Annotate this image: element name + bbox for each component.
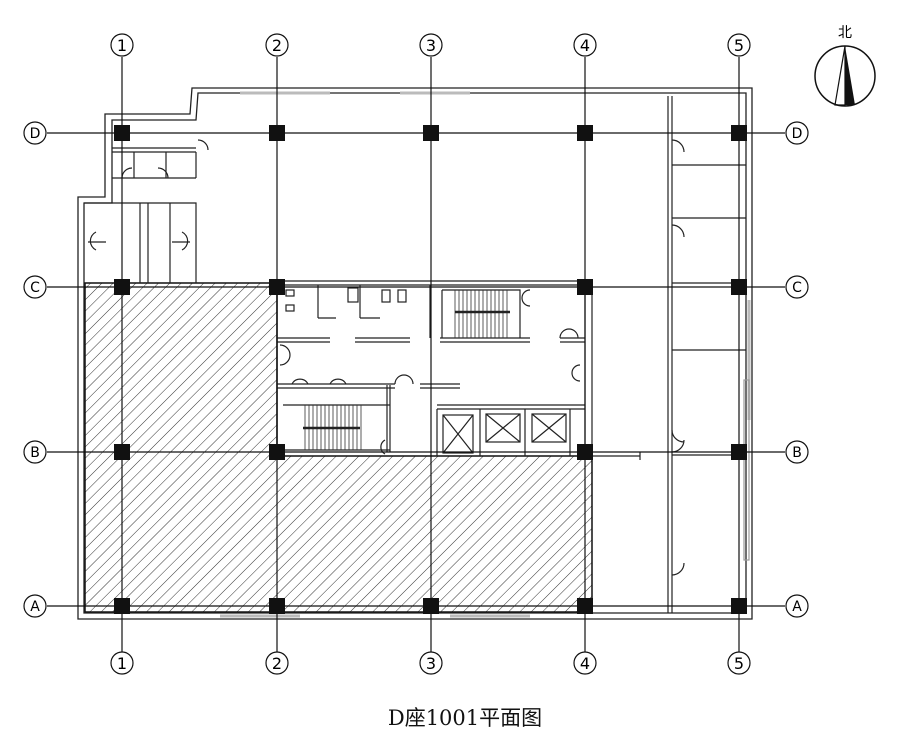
row-axis-bubble [23, 440, 47, 464]
structural-column [269, 125, 285, 141]
row-axis-label: A [792, 599, 802, 615]
exterior-wall [77, 87, 753, 620]
row-axis-label: C [30, 280, 40, 296]
column-axis-bubble [110, 651, 134, 675]
structural-column [269, 598, 285, 614]
column-axis-bubble [265, 651, 289, 675]
drawing-title: D座1001平面图 [387, 706, 543, 730]
structural-column [577, 444, 593, 460]
column-axis-label: 3 [426, 36, 436, 55]
column-axis-label: 4 [580, 36, 590, 55]
row-axis-label: D [792, 126, 803, 142]
structural-column [731, 598, 747, 614]
structural-column [269, 444, 285, 460]
column-axis-bubble [573, 651, 597, 675]
column-axis-label: 2 [272, 654, 282, 673]
column-axis-bubble [419, 33, 443, 57]
structural-column [114, 125, 130, 141]
column-axis-bubble [727, 33, 751, 57]
column-axis-bubble [110, 33, 134, 57]
column-axis-label: 1 [117, 654, 127, 673]
structural-column [577, 598, 593, 614]
row-axis-bubble [785, 594, 809, 618]
row-axis-bubble [785, 275, 809, 299]
structural-column [423, 125, 439, 141]
row-axis-bubble [23, 594, 47, 618]
row-axis-bubble [785, 440, 809, 464]
row-axis-label: C [792, 280, 802, 296]
column-axis-bubble [573, 33, 597, 57]
column-axis-label: 2 [272, 36, 282, 55]
structural-column [577, 125, 593, 141]
row-axis-label: A [30, 599, 40, 615]
north-label: 北 [838, 25, 852, 41]
column-axis-label: 4 [580, 654, 590, 673]
column-axis-bubble [419, 651, 443, 675]
row-axis-label: B [792, 445, 802, 461]
row-axis-bubble [23, 121, 47, 145]
hatched-area [84, 282, 593, 613]
structural-column [423, 598, 439, 614]
row-axis-bubble [785, 121, 809, 145]
interior-walls [84, 96, 750, 613]
row-axis-label: B [30, 445, 40, 461]
structural-column [269, 279, 285, 295]
column-axis-label: 3 [426, 654, 436, 673]
row-axis-bubble [23, 275, 47, 299]
structural-column [114, 598, 130, 614]
structural-column [577, 279, 593, 295]
structural-column [731, 125, 747, 141]
structural-column [114, 279, 130, 295]
column-axis-label: 5 [734, 654, 744, 673]
structural-column [114, 444, 130, 460]
structural-column [731, 444, 747, 460]
column-axis-bubble [265, 33, 289, 57]
structural-column [731, 279, 747, 295]
column-axis-label: 5 [734, 36, 744, 55]
column-axis-label: 1 [117, 36, 127, 55]
row-axis-label: D [30, 126, 41, 142]
north-arrow: 北 [814, 25, 876, 107]
column-axis-bubble [727, 651, 751, 675]
